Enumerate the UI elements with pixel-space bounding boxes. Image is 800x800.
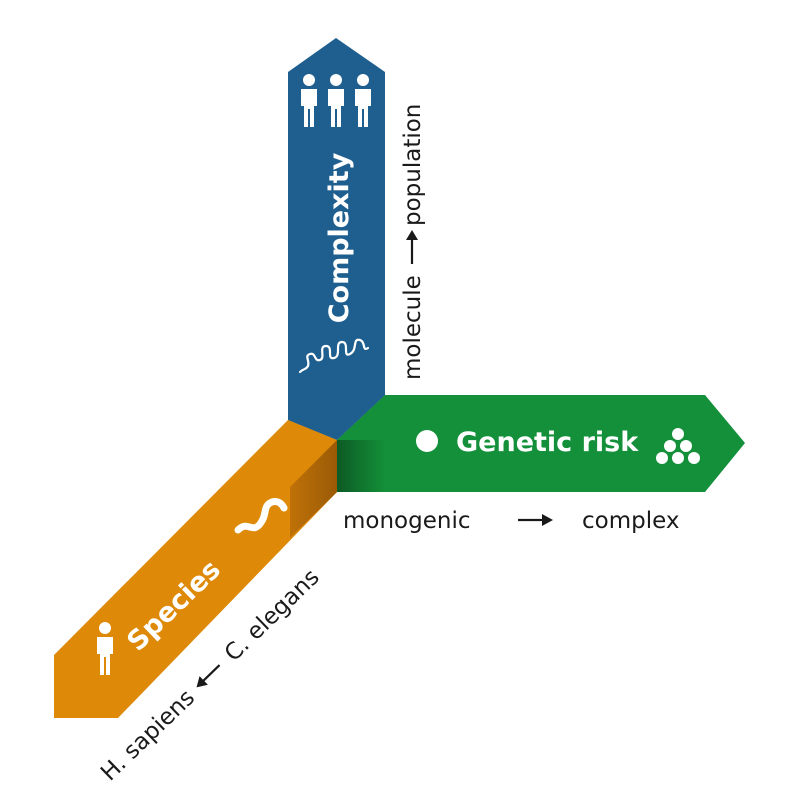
genetic-risk-range-end: complex (582, 508, 679, 534)
genetic-risk-bar-top (337, 395, 745, 492)
species-bar-side (290, 440, 337, 538)
complexity-range-arrowhead (406, 230, 418, 240)
protein-helix-icon (298, 338, 370, 374)
complexity-range-start: molecule (400, 275, 426, 380)
person-icon (97, 622, 113, 675)
genetic-risk-range-arrowhead (542, 514, 553, 526)
dot-cluster-icon (656, 428, 700, 464)
genetic-risk-range-start: monogenic (343, 508, 471, 534)
species-range-arrowhead (196, 676, 208, 688)
species-bar-top (54, 420, 337, 718)
genetic-risk-bar-side (337, 440, 385, 492)
complexity-range-end: population (400, 104, 426, 226)
complexity-title: Complexity (324, 152, 355, 323)
genetic-risk-title: Genetic risk (456, 427, 639, 458)
genetic-risk-range: monogenic complex (343, 508, 679, 534)
species-range-arrow-line (201, 664, 221, 683)
complexity-bar: Complexity (288, 38, 385, 450)
worm-icon (234, 498, 288, 534)
single-dot-icon (416, 430, 438, 452)
complexity-range: molecule population (400, 104, 426, 380)
species-bar: Species (54, 420, 337, 718)
three-people-icon (301, 74, 371, 127)
genetic-risk-bar: Genetic risk (337, 395, 745, 492)
